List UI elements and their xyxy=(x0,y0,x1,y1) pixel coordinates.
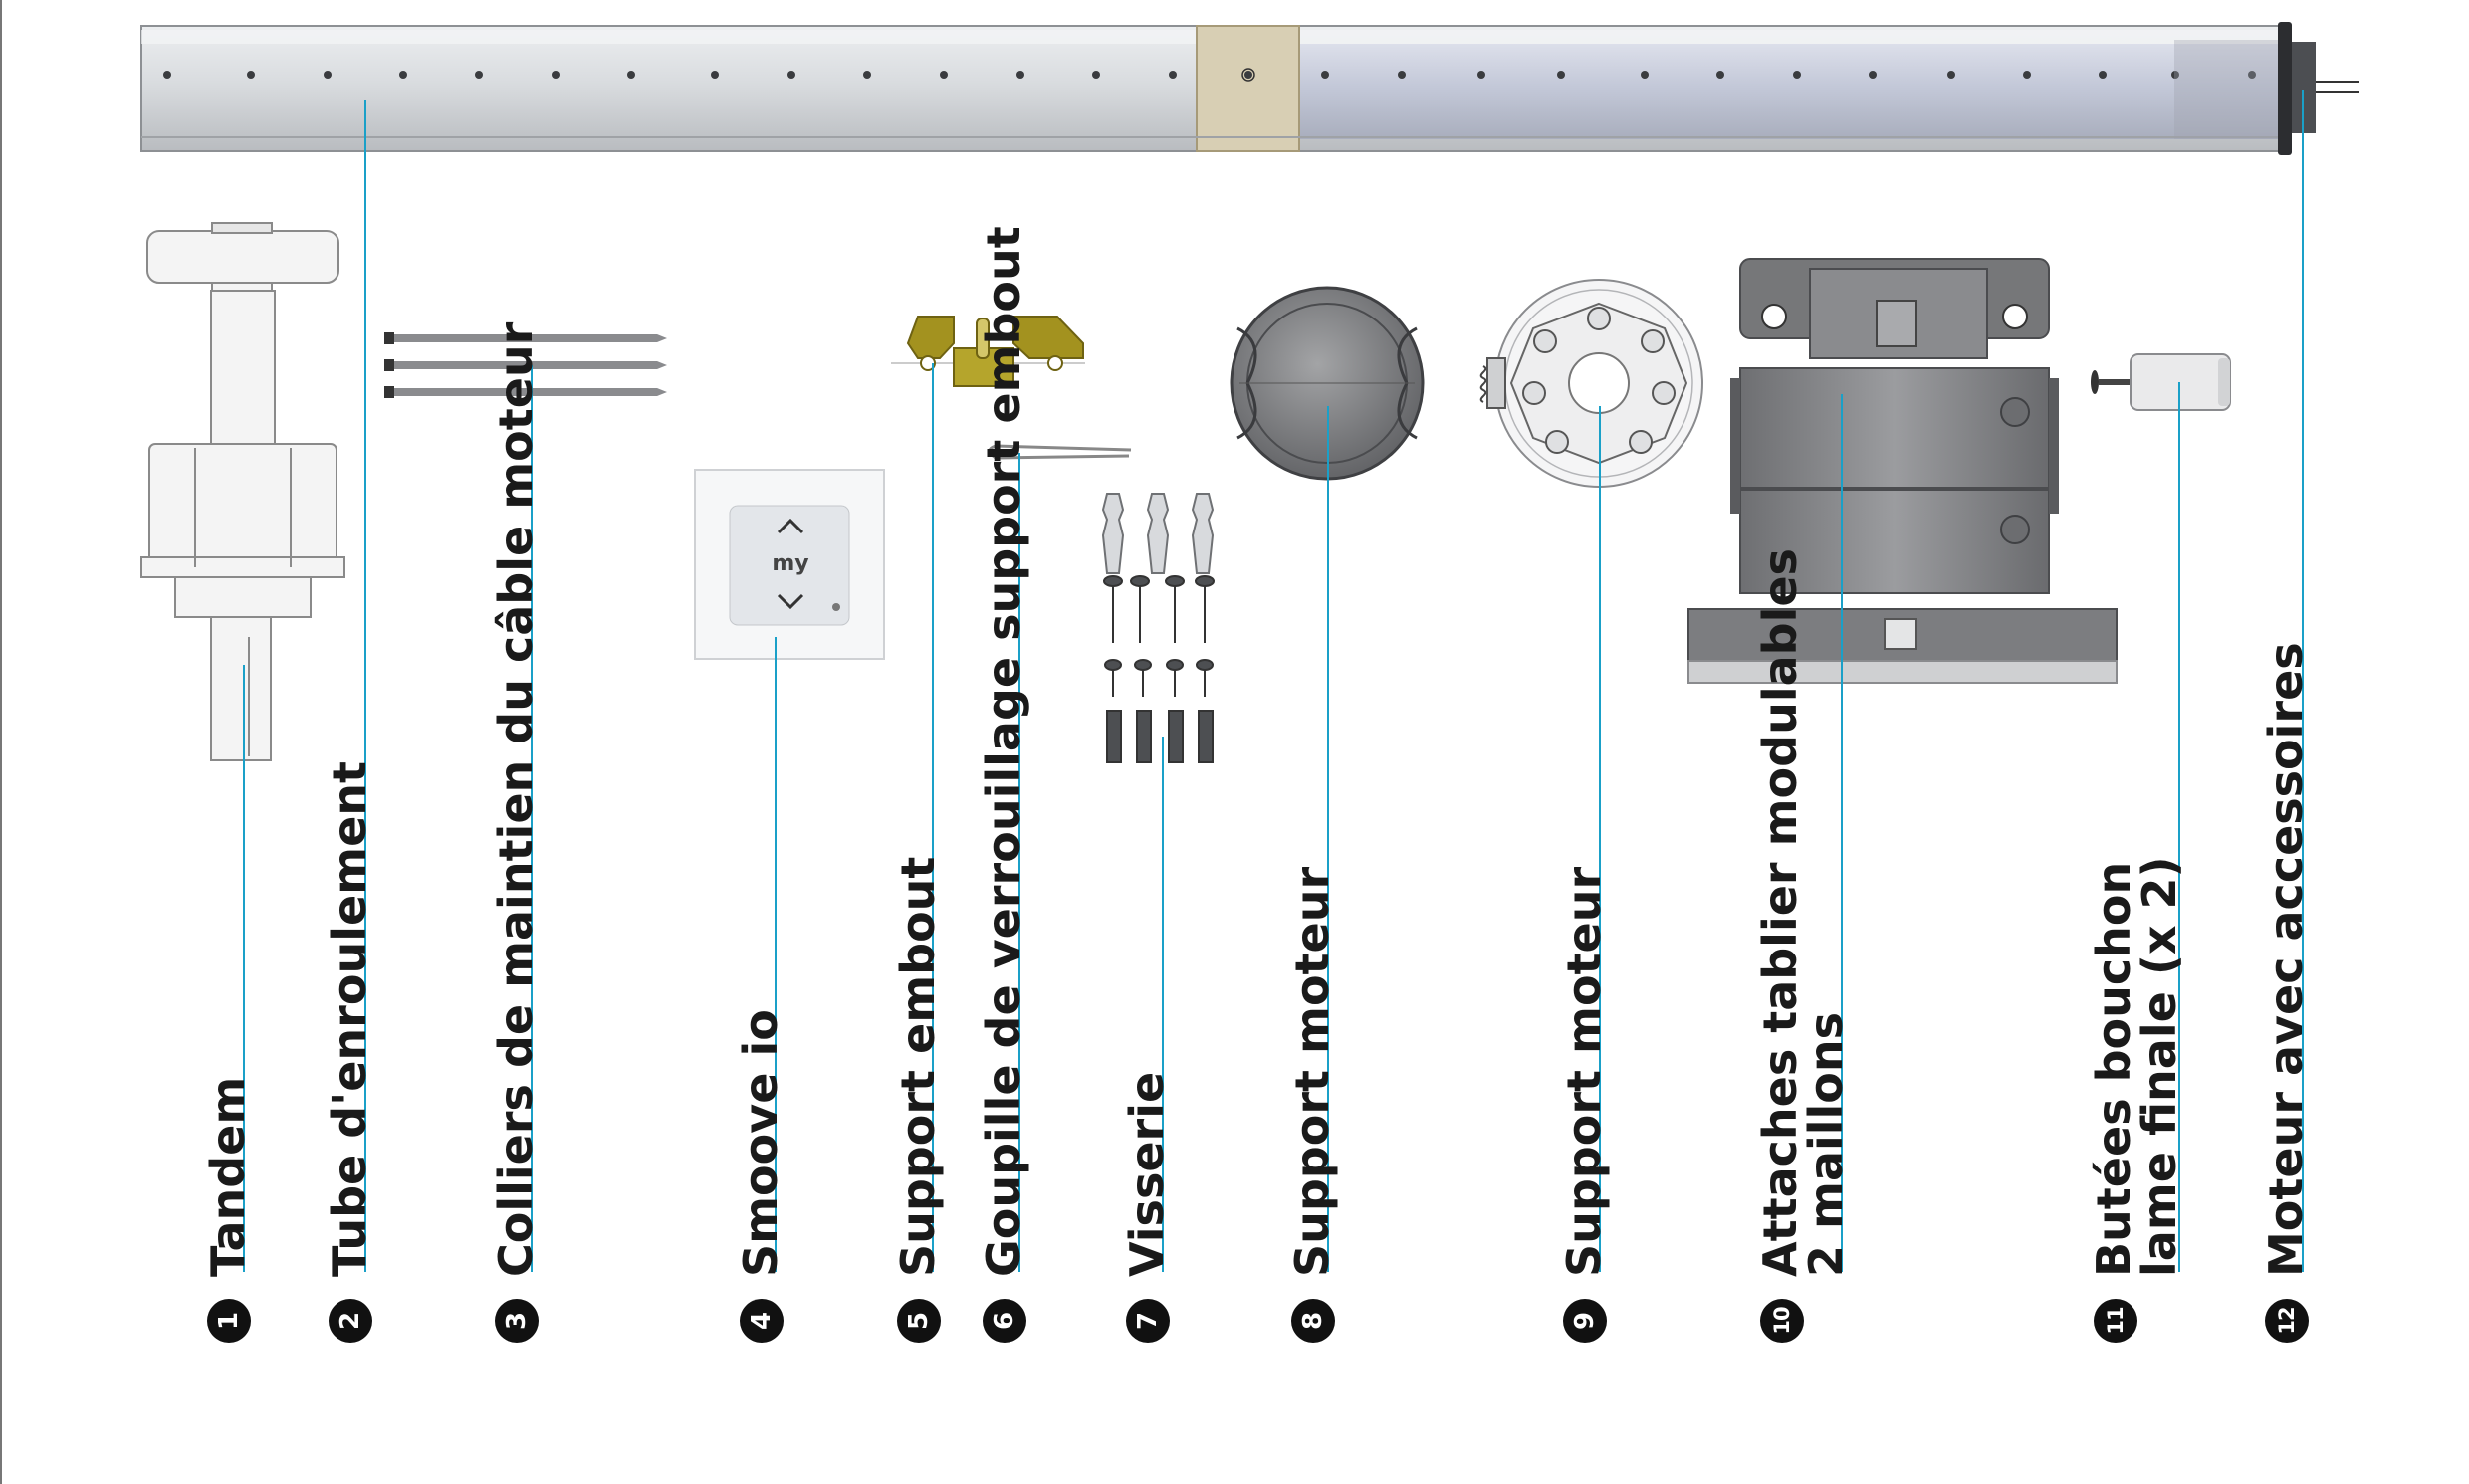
motor-support-round xyxy=(1230,286,1425,481)
leader-line-4 xyxy=(775,637,777,1272)
locking-pin xyxy=(988,444,1132,460)
leader-line-7 xyxy=(1162,737,1164,1272)
leader-line-2 xyxy=(364,100,366,1272)
leader-line-11 xyxy=(2178,382,2180,1272)
label-3: Colliers de maintien du câble moteur xyxy=(489,321,543,1277)
badge-4: 4 xyxy=(740,1299,784,1343)
leader-line-1 xyxy=(243,665,245,1272)
remote-control: my xyxy=(694,469,885,660)
leader-line-5 xyxy=(932,363,934,1272)
tandem-part xyxy=(140,222,345,761)
slat-attachments xyxy=(1687,258,2118,684)
badge-3: 3 xyxy=(495,1299,539,1343)
badge-9: 9 xyxy=(1563,1299,1607,1343)
label-11: Butées bouchon lame finale (x 2) xyxy=(2087,856,2186,1277)
label-1: Tandem xyxy=(201,1076,255,1277)
badge-10: 10 xyxy=(1760,1299,1804,1343)
badge-6: 6 xyxy=(983,1299,1026,1343)
label-2: Tube d'enroulement xyxy=(323,760,376,1277)
leader-line-12 xyxy=(2302,90,2304,1272)
badge-11: 11 xyxy=(2094,1299,2137,1343)
end-stops xyxy=(2091,353,2231,411)
leader-line-3 xyxy=(531,365,533,1272)
badge-7: 7 xyxy=(1126,1299,1170,1343)
label-4: Smoove io xyxy=(734,1009,787,1277)
label-12: Moteur avec accessoires xyxy=(2259,642,2313,1277)
badge-1: 1 xyxy=(207,1299,251,1343)
screws xyxy=(1101,493,1215,763)
leader-line-8 xyxy=(1327,406,1329,1272)
badge-8: 8 xyxy=(1291,1299,1335,1343)
svg-text:my: my xyxy=(772,551,808,576)
label-7: Visserie xyxy=(1120,1071,1174,1277)
label-10: Attaches tablier modulables 2 maillons xyxy=(1753,548,1853,1277)
label-6: Goupille de verrouillage support embout xyxy=(977,226,1030,1277)
label-5: Support embout xyxy=(891,856,945,1277)
motor-support-plate xyxy=(1479,279,1703,488)
label-8: Support moteur xyxy=(1285,866,1339,1277)
badge-12: 12 xyxy=(2265,1299,2309,1343)
badge-5: 5 xyxy=(897,1299,941,1343)
leader-line-10 xyxy=(1841,394,1843,1272)
leader-line-6 xyxy=(1018,453,1020,1272)
leader-line-9 xyxy=(1599,406,1601,1272)
end-bracket xyxy=(891,316,1085,387)
roller-tube-with-motor xyxy=(140,22,2359,155)
badge-2: 2 xyxy=(329,1299,372,1343)
label-9: Support moteur xyxy=(1557,866,1611,1277)
